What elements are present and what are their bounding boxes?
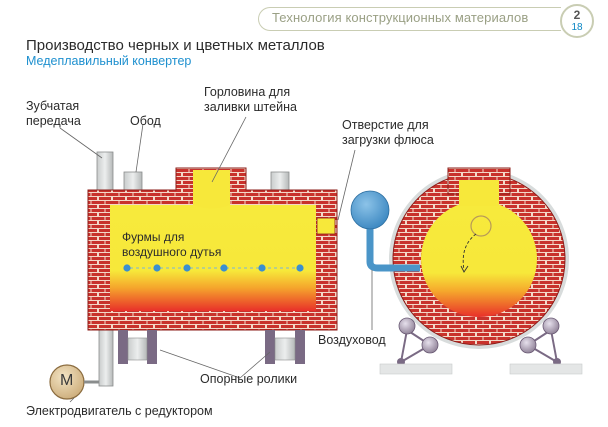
rim-right bbox=[270, 171, 290, 193]
flux-opening bbox=[316, 217, 336, 235]
page-sub-number: 18 bbox=[571, 22, 583, 33]
header-band bbox=[258, 7, 561, 31]
tuyeres-label-line1: Фурмы для bbox=[122, 230, 185, 244]
flux-label: Отверстие для загрузки флюса bbox=[342, 118, 434, 148]
motor-label: Электродвигатель с редуктором bbox=[26, 404, 213, 418]
page-title: Производство черных и цветных металлов bbox=[26, 37, 325, 54]
air-duct-label: Воздуховод bbox=[318, 333, 386, 347]
neck-label-line2: заливки штейна bbox=[204, 100, 297, 114]
neck-label: Горловина для заливки штейна bbox=[204, 85, 297, 115]
tuyeres-label: Фурмы для воздушного дутья bbox=[122, 230, 221, 260]
support-rollers-side bbox=[118, 330, 305, 364]
converter-cross-section bbox=[389, 167, 569, 349]
gear-label-line1: Зубчатая bbox=[26, 99, 80, 113]
leader-lines bbox=[59, 116, 373, 403]
filling-neck bbox=[193, 170, 230, 209]
support-rollers-cross bbox=[379, 317, 583, 375]
melt-cavity bbox=[110, 205, 316, 311]
tuyeres-label-line2: воздушного дутья bbox=[122, 245, 222, 259]
air-duct bbox=[350, 190, 420, 272]
rim-label: Обод bbox=[130, 114, 161, 128]
page-subtitle: Медеплавильный конвертер bbox=[26, 54, 192, 68]
page-badge: 2 18 bbox=[560, 4, 594, 38]
header-title: Технология конструкционных материалов bbox=[272, 10, 529, 25]
flux-label-line2: загрузки флюса bbox=[342, 133, 434, 147]
page-number: 2 bbox=[573, 8, 581, 22]
motor-letter: M bbox=[60, 372, 74, 389]
tuyeres bbox=[123, 264, 304, 272]
neck-label-line1: Горловина для bbox=[204, 85, 291, 99]
gear-label: Зубчатая передача bbox=[26, 99, 81, 129]
flux-label-line1: Отверстие для bbox=[342, 118, 429, 132]
rollers-label: Опорные ролики bbox=[200, 372, 298, 386]
rim-left bbox=[123, 171, 143, 193]
gear-shaft bbox=[96, 151, 114, 387]
gear-label-line2: передача bbox=[26, 114, 81, 128]
